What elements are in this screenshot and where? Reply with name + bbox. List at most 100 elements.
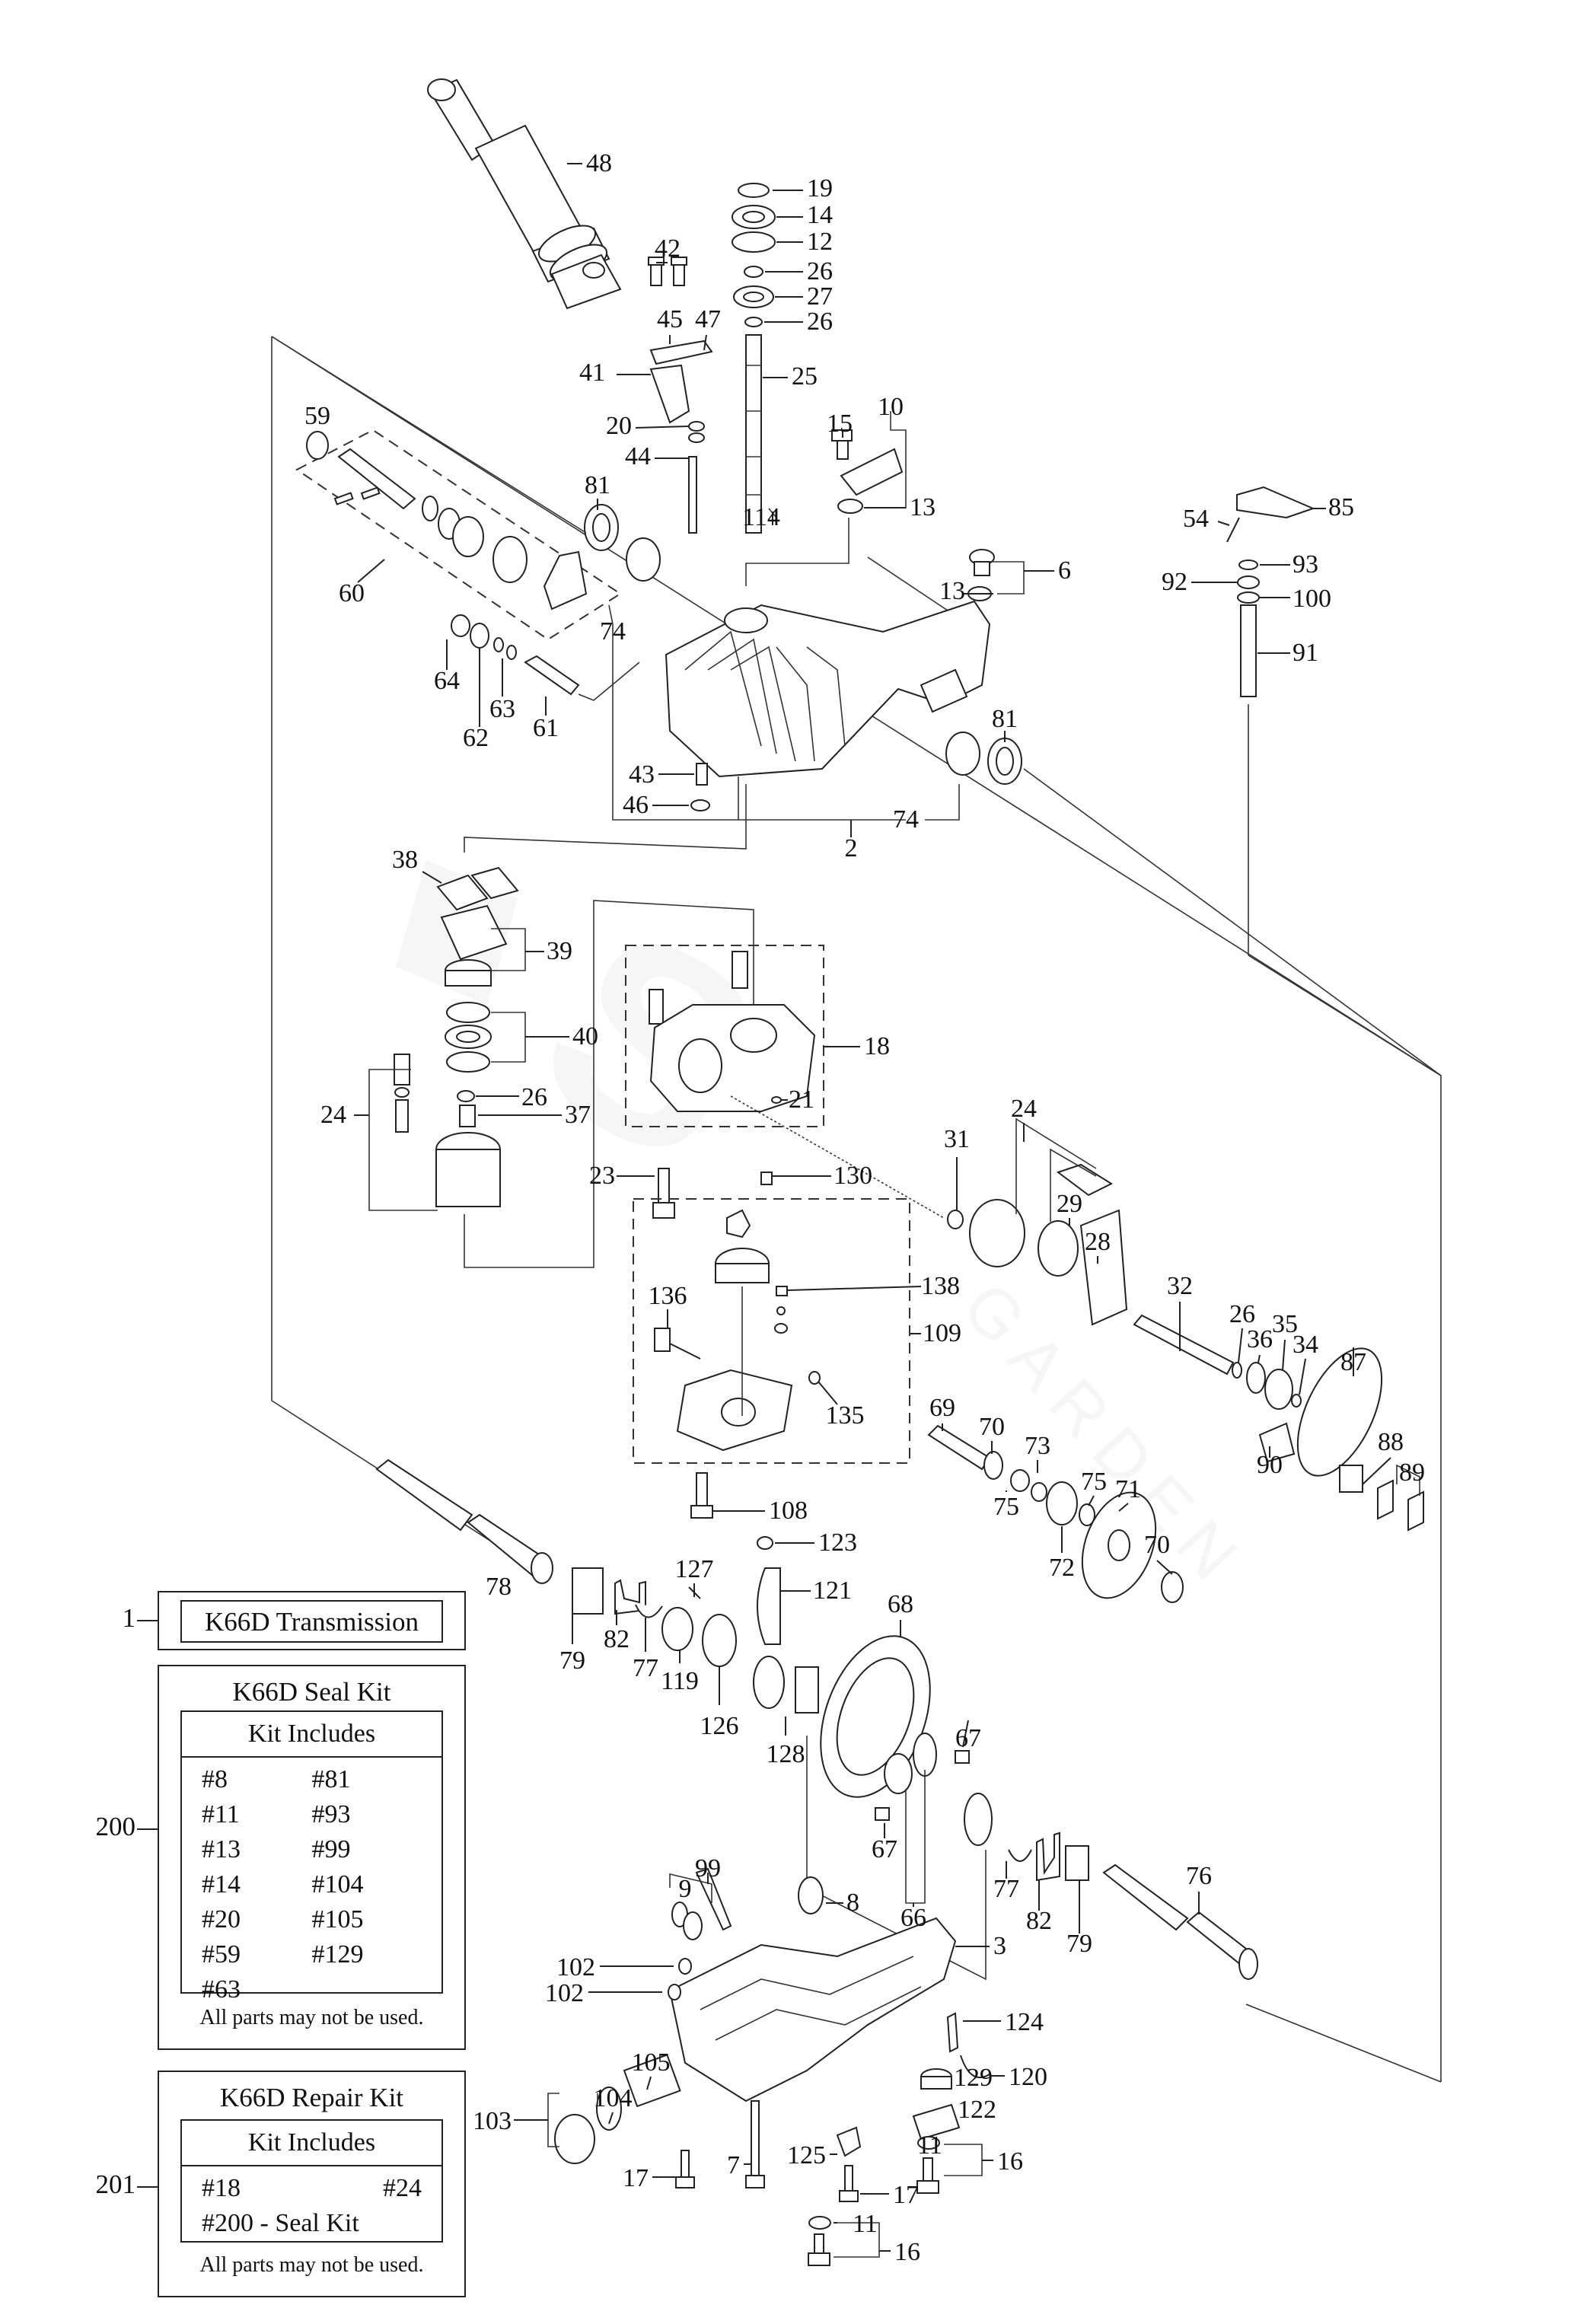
kit-seal-item: #20 [202,1905,241,1933]
kit-repair-extra: #200 - Seal Kit [202,2209,359,2237]
main-housing-part [665,600,1022,811]
center-section-part [649,951,816,1219]
callout-part-70: 70 [979,1413,1005,1441]
callout-part-85: 85 [1328,493,1354,521]
callout-part-136: 136 [649,1282,687,1310]
callout-part-66: 66 [900,1904,926,1932]
input-shaft-part [732,183,776,534]
callout-part-35: 35 [1272,1310,1298,1338]
reduction-gear-parts [927,1424,1184,1603]
callout-part-27: 27 [807,282,833,311]
kit-seal-item: #105 [311,1905,364,1933]
callout-part-29: 29 [1057,1190,1082,1218]
callout-part-114: 114 [742,503,780,531]
kit-seal-item [312,1972,422,2007]
kit-seal-item: #129 [311,1940,364,1969]
callout-part-40: 40 [572,1022,598,1050]
callout-part-32: 32 [1167,1272,1193,1300]
callout-part-45: 45 [657,305,683,333]
kit-seal-leader [137,1828,158,1830]
kit-repair-leader [137,2186,158,2188]
bracket-line [608,604,906,821]
callout-part-24: 24 [1011,1095,1037,1123]
callout-part-8: 8 [846,1889,859,1917]
callout-part-26: 26 [807,257,833,285]
kit-seal-item: #59 [202,1940,241,1969]
callout-part-102: 102 [556,1953,595,1981]
callout-part-88: 88 [1378,1428,1404,1456]
bracket-line [944,2144,983,2176]
callout-leader-line [1282,1339,1286,1371]
callout-part-89: 89 [1399,1458,1425,1487]
callout-part-28: 28 [1085,1228,1111,1256]
callout-part-44: 44 [625,442,651,470]
callout-leader-line [1238,1328,1243,1363]
callout-part-18: 18 [864,1032,890,1060]
assembly-group-18 [625,945,824,1127]
bracket-line [464,784,747,853]
callout-part-75: 75 [1081,1468,1107,1496]
callout-part-74: 74 [600,617,626,646]
callout-part-81: 81 [992,705,1018,733]
callout-part-59: 59 [304,402,330,430]
bracket-line [271,336,587,534]
callout-part-125: 125 [787,2141,826,2169]
motor-parts [947,1163,1128,1326]
callout-part-79: 79 [559,1647,585,1675]
bracket-line [890,411,907,508]
kit-seal-item: #8 [202,1765,228,1793]
callout-part-34: 34 [1293,1331,1318,1359]
callout-part-25: 25 [792,362,818,391]
kit-seal-item: #93 [311,1800,351,1828]
callout-part-73: 73 [1025,1432,1050,1460]
callout-part-67: 67 [955,1724,981,1752]
kit-seal-item: #104 [311,1870,364,1898]
callout-part-26: 26 [521,1083,547,1111]
callout-part-16: 16 [894,2238,920,2266]
callout-part-119: 119 [661,1667,699,1695]
kit-seal-note: All parts may not be used. [199,2006,424,2029]
callout-part-74: 74 [893,805,919,834]
callout-part-82: 82 [1026,1907,1052,1935]
callout-part-121: 121 [813,1576,852,1605]
kit-transmission-leader [137,1620,158,1621]
callout-part-17: 17 [893,2181,919,2209]
callout-part-130: 130 [834,1162,872,1190]
callout-part-16: 16 [997,2147,1023,2176]
callout-part-67: 67 [872,1835,897,1863]
callout-part-135: 135 [826,1401,865,1430]
callout-part-108: 108 [769,1497,808,1525]
bracket-line [1015,1117,1097,1214]
callout-part-6: 6 [1058,556,1071,585]
callout-part-99: 99 [695,1854,721,1882]
swash-plate-parts [394,866,519,1207]
kit-transmission-title: K66D Transmission [204,1607,419,1637]
callout-part-70: 70 [1144,1531,1170,1559]
bracket-line [491,1012,526,1063]
kit-box-repair: K66D Repair Kit Kit Includes #18 #24 #20… [158,2071,466,2297]
callout-leader-line [635,426,690,429]
callout-leader-line [1217,521,1230,526]
callout-part-64: 64 [434,667,460,695]
kit-box-transmission: K66D Transmission [158,1591,466,1650]
callout-part-129: 129 [954,2064,993,2092]
callout-part-39: 39 [547,937,572,965]
callout-part-126: 126 [700,1712,739,1740]
callout-part-10: 10 [878,393,904,421]
callout-part-78: 78 [486,1573,512,1601]
callout-part-122: 122 [958,2096,996,2124]
callout-part-75: 75 [993,1493,1019,1521]
callout-leader-line [818,1381,838,1405]
axle-guide [1245,2004,1442,2083]
callout-part-48: 48 [586,149,612,177]
callout-part-76: 76 [1186,1862,1212,1890]
callout-leader-line [1088,1495,1095,1506]
kit-seal-item: #13 [202,1835,241,1863]
kit-seal-includes-label: Kit Includes [182,1712,441,1758]
bracket-line [990,561,1025,595]
callout-leader-line [787,1286,922,1291]
callout-part-54: 54 [1183,505,1209,533]
bracket-line [1050,1148,1097,1222]
